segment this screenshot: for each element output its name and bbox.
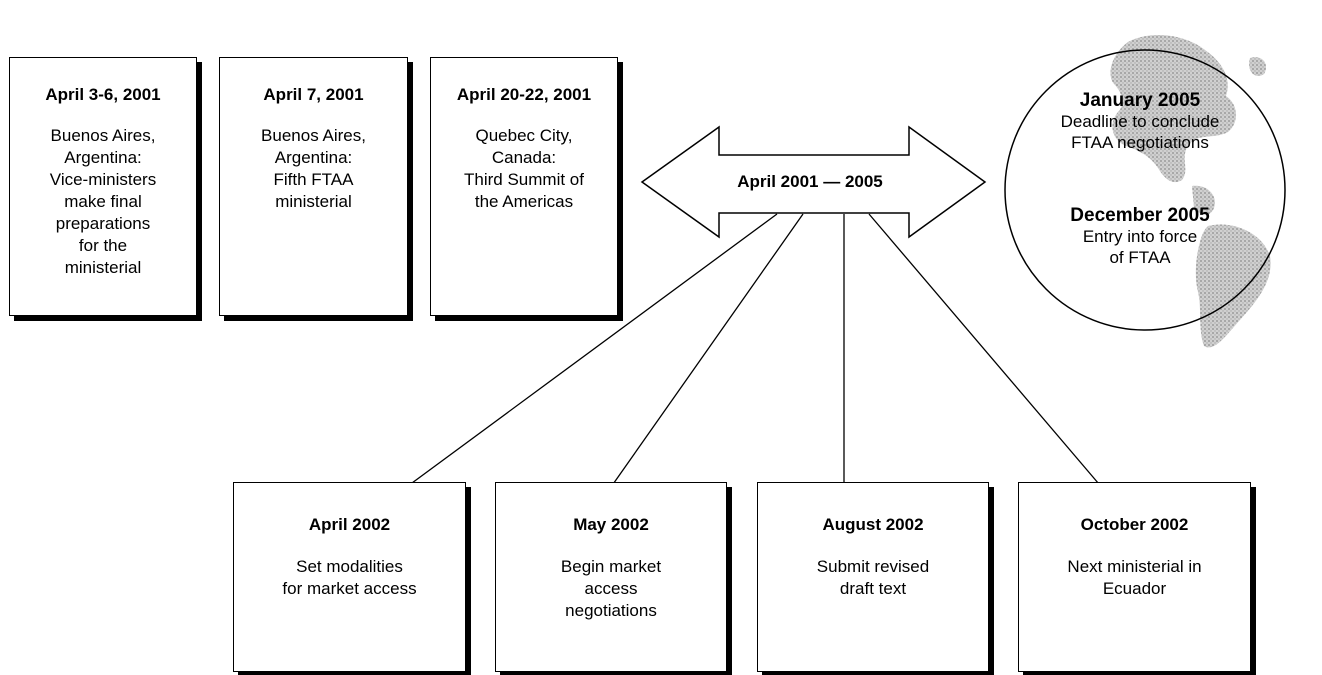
event-description: Submit revised draft text [816, 557, 930, 598]
circle-event: January 2005 Deadline to conclude FTAA n… [1000, 90, 1280, 153]
event-box: May 2002 Begin market access negotiation… [495, 482, 727, 672]
timeline-double-arrow [640, 125, 987, 239]
event-description: Next ministerial in Ecuador [1067, 557, 1202, 598]
event-date: October 2002 [1080, 515, 1189, 534]
event-date: April 7, 2001 [263, 85, 364, 104]
event-description: Set modalities for market access [282, 557, 417, 598]
event-description: Entry into force of FTAA [1082, 227, 1198, 267]
event-box: April 7, 2001 Buenos Aires, Argentina: F… [219, 57, 408, 316]
event-description: Buenos Aires, Argentina: Fifth FTAA mini… [261, 126, 366, 211]
event-box: April 2002 Set modalities for market acc… [233, 482, 466, 672]
americas-map-icon [1110, 35, 1271, 348]
event-box: August 2002 Submit revised draft text [757, 482, 989, 672]
timeline-label: April 2001 — 2005 [737, 172, 883, 191]
event-date: May 2002 [573, 515, 649, 534]
connector-arrow [603, 213, 804, 498]
event-date: August 2002 [822, 515, 924, 534]
event-description: Deadline to conclude FTAA negotiations [1060, 112, 1220, 152]
connector-arrow [868, 213, 1111, 498]
event-date: April 2002 [308, 515, 391, 534]
event-description: Quebec City, Canada: Third Summit of the… [464, 126, 584, 211]
event-box: October 2002 Next ministerial in Ecuador [1018, 482, 1251, 672]
event-date: December 2005 [1070, 205, 1210, 226]
event-description: Buenos Aires, Argentina: Vice-ministers … [49, 126, 157, 277]
deadline-circle [1004, 49, 1286, 331]
connector-arrow [392, 213, 778, 498]
event-date: April 20-22, 2001 [456, 85, 592, 104]
event-date: January 2005 [1079, 90, 1201, 111]
event-box: April 20-22, 2001 Quebec City, Canada: T… [430, 57, 618, 316]
event-date: April 3-6, 2001 [45, 85, 161, 104]
event-description: Begin market access negotiations [560, 557, 662, 620]
circle-event: December 2005 Entry into force of FTAA [1000, 205, 1280, 268]
event-box: April 3-6, 2001 Buenos Aires, Argentina:… [9, 57, 197, 316]
